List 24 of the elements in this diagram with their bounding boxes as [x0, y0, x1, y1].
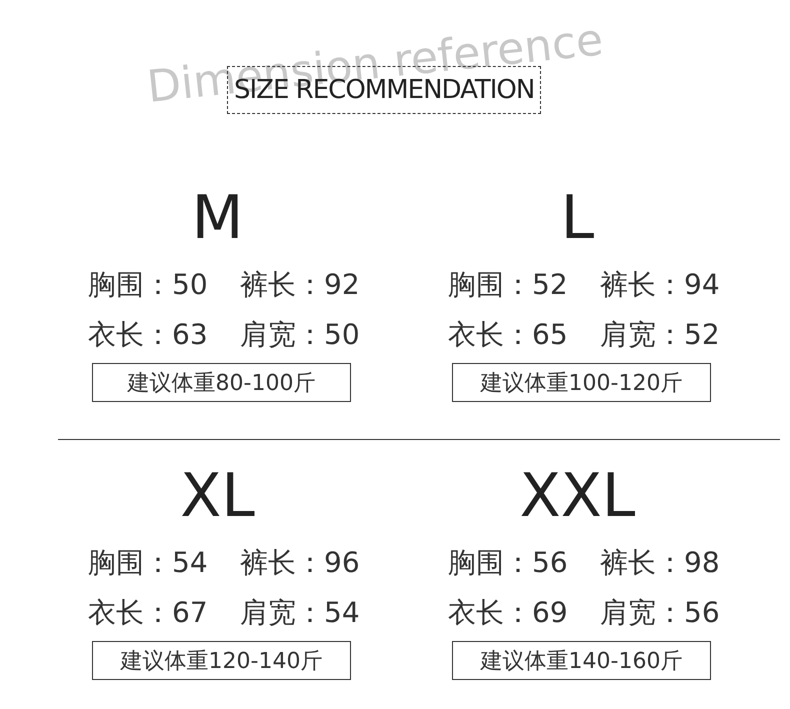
measurement: 裤长：94 — [600, 268, 720, 302]
size-letter: M — [190, 185, 244, 251]
measurement: 肩宽：56 — [600, 596, 720, 630]
weight-box: 建议体重80-100斤 — [92, 363, 351, 402]
measurement: 胸围：52 — [448, 268, 568, 302]
size-letter: XL — [179, 463, 256, 529]
measurement: 肩宽：52 — [600, 318, 720, 352]
size-letter: L — [560, 185, 596, 251]
measurement: 胸围：54 — [88, 546, 208, 580]
measurement: 衣长：69 — [448, 596, 568, 630]
size-letter: XXL — [518, 463, 636, 529]
measurement: 裤长：92 — [240, 268, 360, 302]
weight-box: 建议体重100-120斤 — [452, 363, 711, 402]
weight-box: 建议体重140-160斤 — [452, 641, 711, 680]
measurement: 裤长：98 — [600, 546, 720, 580]
measurement: 衣长：65 — [448, 318, 568, 352]
measurement: 衣长：63 — [88, 318, 208, 352]
weight-box: 建议体重120-140斤 — [92, 641, 351, 680]
measurement: 肩宽：50 — [240, 318, 360, 352]
measurement: 胸围：50 — [88, 268, 208, 302]
measurement: 胸围：56 — [448, 546, 568, 580]
measurement: 肩宽：54 — [240, 596, 360, 630]
measurement: 裤长：96 — [240, 546, 360, 580]
measurement: 衣长：67 — [88, 596, 208, 630]
